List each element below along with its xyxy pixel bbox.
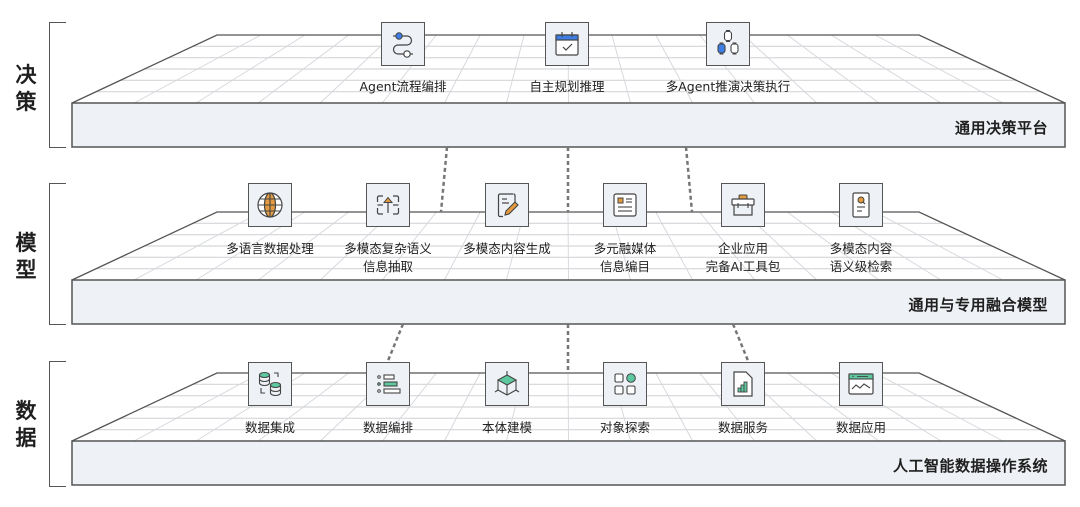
grid-line [567, 372, 569, 442]
layer-name-decision: 决策 [15, 63, 37, 114]
grid-line [874, 211, 1004, 281]
item-label: 多模态内容 语义级检索 [829, 241, 893, 274]
grid-line [787, 34, 880, 104]
list-orchestration-icon [377, 374, 401, 394]
item-semantic-retrieval[interactable] [839, 183, 883, 227]
grid-line [787, 211, 880, 281]
item-object-exploration[interactable] [603, 362, 647, 406]
object-grid-icon [614, 373, 636, 395]
item-content-generation[interactable] [485, 183, 529, 227]
grid-line [257, 211, 349, 281]
connector-line [439, 146, 449, 213]
item-data-application[interactable] [839, 362, 883, 406]
multi-agent-icon [717, 30, 739, 55]
item-data-orchestration[interactable] [366, 362, 410, 406]
grid-line [133, 372, 262, 442]
item-enterprise-ai-toolkit[interactable] [721, 183, 765, 227]
platform-label-decision: 通用决策平台 [954, 119, 1048, 137]
connector-line [684, 146, 694, 213]
layer-name-data: 数据 [15, 399, 37, 450]
item-multi-agent-decision[interactable] [706, 22, 750, 66]
item-data-service[interactable] [721, 362, 765, 406]
grid-line [443, 211, 481, 281]
item-label: 数据编排 [362, 420, 413, 435]
item-label: 多语言数据处理 [226, 241, 314, 256]
item-multilingual-processing[interactable] [248, 183, 292, 227]
grid-line [381, 372, 437, 442]
grid-line [133, 34, 262, 104]
item-media-cataloging[interactable] [603, 183, 647, 227]
item-label: 多模态内容生成 [463, 241, 551, 256]
grid-line [611, 34, 631, 104]
grid-line [874, 372, 1004, 442]
item-label: 本体建模 [481, 420, 532, 435]
globe-icon [257, 192, 283, 218]
platform-front-decision [71, 102, 1066, 148]
grid-line [787, 372, 880, 442]
grid-line [381, 34, 437, 104]
item-label: 数据服务 [717, 420, 768, 435]
grid-line [655, 372, 694, 442]
layer-name-model: 模型 [15, 231, 37, 282]
layer-bracket-decision [49, 22, 66, 148]
app-window-chart-icon [848, 373, 874, 395]
grid-line [567, 211, 569, 281]
grid-line [831, 34, 942, 104]
item-label: 多模态复杂语义 信息抽取 [344, 241, 432, 274]
catalog-icon [613, 193, 637, 217]
document-edit-icon [497, 193, 519, 218]
item-semantic-extraction[interactable] [366, 183, 410, 227]
grid-line [655, 211, 694, 281]
grid-line [133, 211, 262, 281]
layer-bracket-data [49, 361, 66, 487]
item-label: 数据应用 [835, 420, 886, 435]
item-label: 对象探索 [599, 420, 650, 435]
platform-edge-data [71, 372, 1066, 442]
platform-label-data: 人工智能数据操作系统 [892, 457, 1048, 475]
item-label: 数据集成 [244, 420, 295, 435]
grid-line [257, 34, 349, 104]
file-chart-icon [733, 371, 753, 397]
grid-line [874, 34, 1004, 104]
item-agent-workflow[interactable] [381, 22, 425, 66]
toolbox-icon [731, 194, 755, 216]
cube-icon [494, 371, 520, 396]
document-search-icon [852, 192, 870, 218]
item-autonomous-planning[interactable] [545, 22, 589, 66]
platform-front-model [71, 279, 1066, 325]
grid-line [743, 34, 818, 104]
grid-line [699, 372, 756, 442]
item-label: 多元融媒体 信息编目 [593, 241, 657, 274]
calendar-check-icon [555, 32, 579, 56]
grid-line [506, 34, 525, 104]
grid-line [319, 34, 393, 104]
database-integration-icon [258, 371, 282, 397]
item-label: 企业应用 完备AI工具包 [705, 241, 781, 274]
grid-line [655, 34, 694, 104]
grid-line [381, 211, 437, 281]
item-label: Agent流程编排 [359, 79, 447, 94]
platform-label-model: 通用与专用融合模型 [908, 296, 1048, 314]
platform-front-data [71, 440, 1066, 486]
workflow-icon [392, 32, 413, 58]
item-ontology-modeling[interactable] [485, 362, 529, 406]
layer-bracket-model [49, 183, 66, 325]
item-data-integration[interactable] [248, 362, 292, 406]
grid-line [195, 34, 305, 104]
extract-icon [376, 195, 400, 215]
grid-line [699, 211, 756, 281]
grid-line [257, 372, 349, 442]
grid-line [443, 34, 481, 104]
item-label: 自主规划推理 [529, 79, 605, 94]
grid-line [443, 372, 481, 442]
item-label: 多Agent推演决策执行 [665, 79, 791, 94]
